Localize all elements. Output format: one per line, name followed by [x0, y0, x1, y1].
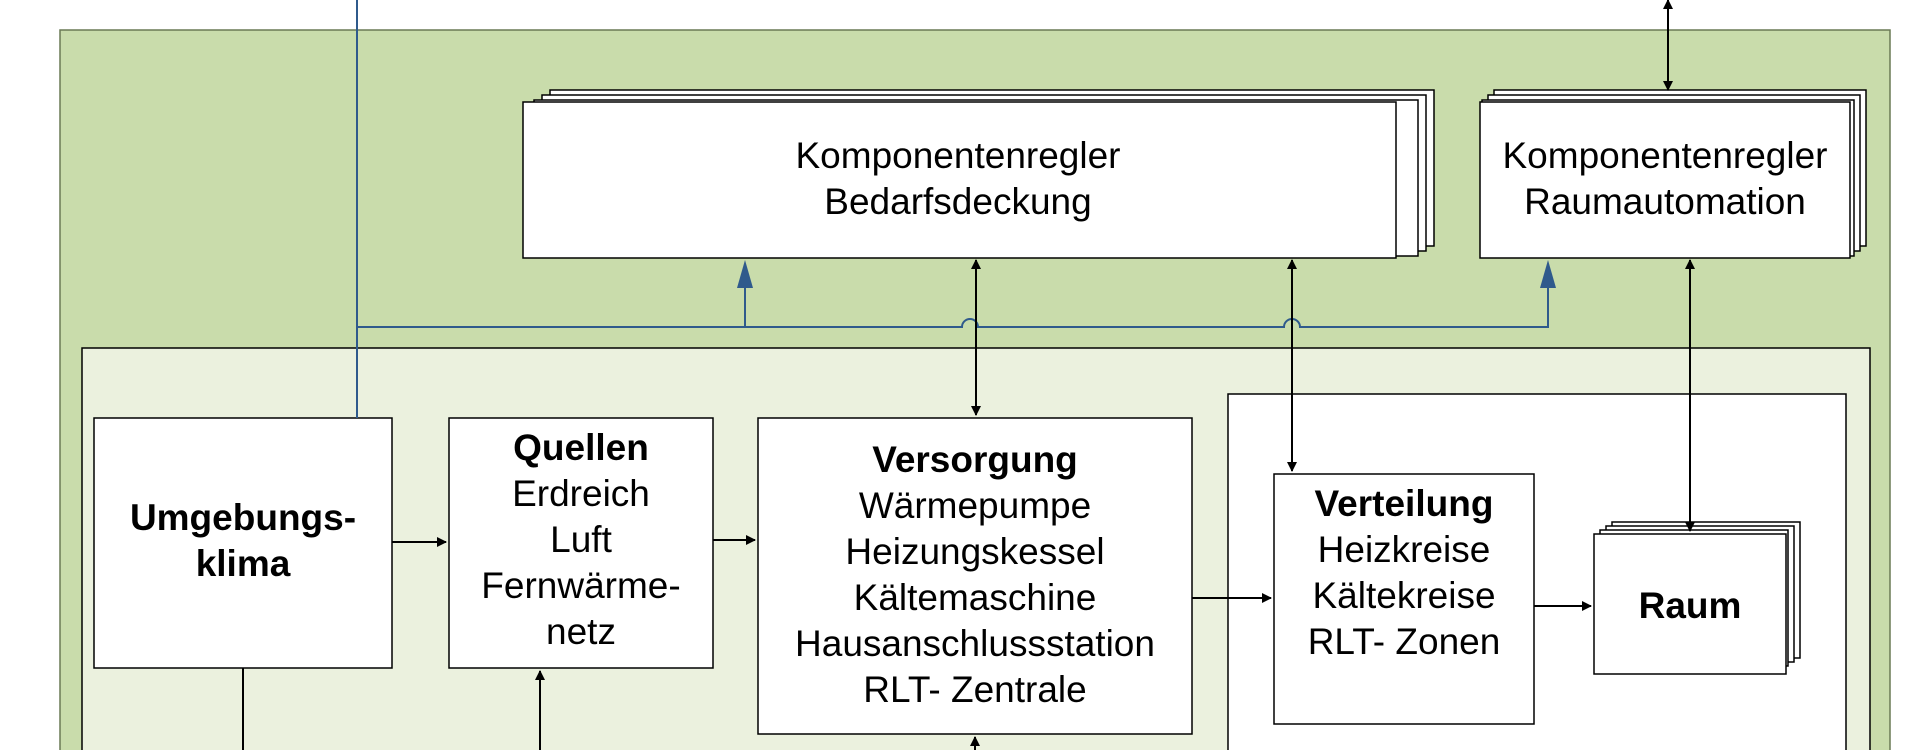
blue-signal-bus: [356, 0, 1549, 418]
controller-room-stack: Komponentenregler Raumautomation: [1479, 89, 1867, 259]
controller-demand-line2: Bedarfsdeckung: [824, 181, 1091, 222]
sources-item: netz: [546, 611, 616, 652]
block-room-stack: Raum: [1593, 521, 1801, 675]
distribution-item: Kältekreise: [1312, 575, 1495, 616]
distribution-item: RLT- Zonen: [1308, 621, 1501, 662]
black-connections: [242, 0, 1695, 750]
block-climate: Umgebungs- klima: [93, 417, 393, 669]
distribution-title: Verteilung: [1315, 483, 1494, 524]
supply-item: Wärmepumpe: [859, 485, 1091, 526]
supply-title: Versorgung: [872, 439, 1078, 480]
controller-demand-line1: Komponentenregler: [796, 135, 1121, 176]
sources-item: Erdreich: [512, 473, 650, 514]
supply-item: Hausanschlussstation: [795, 623, 1155, 664]
distribution-item: Heizkreise: [1318, 529, 1491, 570]
supply-item: Kältemaschine: [854, 577, 1097, 618]
controller-room-line1: Komponentenregler: [1503, 135, 1828, 176]
blue-arrow-up-demand: [737, 260, 753, 288]
sources-title: Quellen: [513, 427, 649, 468]
supply-item: Heizungskessel: [845, 531, 1104, 572]
climate-title-line1: Umgebungs-: [130, 497, 356, 538]
block-sources: Quellen Erdreich Luft Fernwärme- netz: [448, 417, 714, 669]
block-distribution: Verteilung Heizkreise Kältekreise RLT- Z…: [1273, 473, 1535, 725]
blue-arrow-up-room: [1540, 260, 1556, 288]
supply-item: RLT- Zentrale: [863, 669, 1086, 710]
controller-room-line2: Raumautomation: [1524, 181, 1806, 222]
block-supply: Versorgung Wärmepumpe Heizungskessel Käl…: [757, 417, 1193, 735]
sources-item: Fernwärme-: [481, 565, 680, 606]
sources-item: Luft: [550, 519, 612, 560]
controller-demand-stack: Komponentenregler Bedarfsdeckung: [522, 89, 1435, 259]
room-title: Raum: [1639, 585, 1742, 626]
climate-title-line2: klima: [196, 543, 291, 584]
